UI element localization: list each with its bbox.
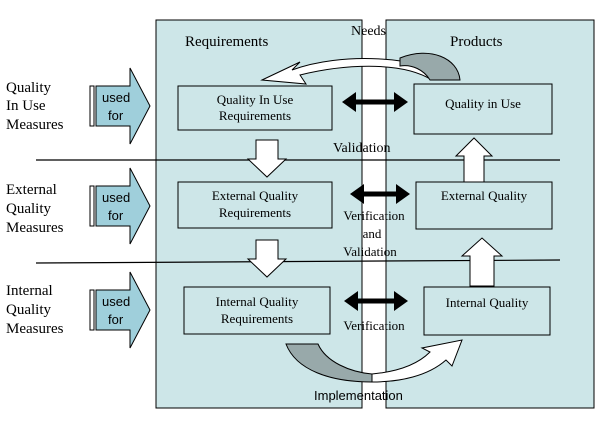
req-box-internal-quality <box>183 286 331 335</box>
svg-text:Measures: Measures <box>6 220 64 236</box>
svg-text:Quality In Use: Quality In Use <box>217 92 294 107</box>
svg-text:and: and <box>363 226 382 241</box>
down-arrow-req-1 <box>246 139 288 178</box>
double-arrow-2 <box>350 184 410 204</box>
used-for-arrow-2 <box>89 167 151 245</box>
svg-text:External Quality: External Quality <box>212 188 299 203</box>
svg-text:for: for <box>108 312 124 327</box>
product-box-internal-quality <box>423 286 551 336</box>
measure-label-internal-quality: Internal Quality Measures <box>6 283 64 337</box>
used-for-arrow-3 <box>89 271 151 349</box>
req-box-external-quality <box>177 181 333 229</box>
implementation-label: Implementation <box>314 388 403 403</box>
used-for-label-2: used for <box>102 190 130 223</box>
svg-text:used: used <box>102 190 130 205</box>
up-arrow-product-1 <box>454 137 494 183</box>
svg-text:Verification: Verification <box>343 208 405 223</box>
double-arrow-1 <box>342 92 408 112</box>
svg-text:External: External <box>6 182 57 198</box>
requirements-title: Requirements <box>185 34 268 50</box>
down-arrow-req-2 <box>246 239 288 278</box>
svg-text:Quality: Quality <box>6 80 51 96</box>
svg-text:Internal Quality: Internal Quality <box>216 294 299 309</box>
product-box-quality-in-use <box>413 83 553 135</box>
used-for-arrow-1 <box>89 67 151 145</box>
validation-label: Validation <box>333 141 391 156</box>
product-text-internal-quality: Internal Quality <box>446 295 529 310</box>
svg-text:used: used <box>102 90 130 105</box>
up-arrow-product-2 <box>460 237 504 287</box>
verification-and-validation-label: Verification and Validation <box>343 208 405 259</box>
svg-text:Quality: Quality <box>6 201 51 217</box>
req-text-internal-quality: Internal Quality Requirements <box>216 294 299 326</box>
used-for-label-3: used for <box>102 294 130 327</box>
svg-text:for: for <box>108 108 124 123</box>
svg-text:Validation: Validation <box>343 244 397 259</box>
svg-text:Requirements: Requirements <box>219 205 291 220</box>
svg-text:Requirements: Requirements <box>221 311 293 326</box>
req-text-external-quality: External Quality Requirements <box>212 188 299 220</box>
req-text-quality-in-use: Quality In Use Requirements <box>217 92 294 123</box>
used-for-label-1: used for <box>102 90 130 123</box>
svg-text:Measures: Measures <box>6 117 64 133</box>
needs-arrow-dark-head <box>399 52 461 81</box>
svg-text:Internal: Internal <box>6 283 53 299</box>
svg-text:Measures: Measures <box>6 321 64 337</box>
svg-text:Quality: Quality <box>6 302 51 318</box>
svg-text:Requirements: Requirements <box>219 108 291 123</box>
double-arrow-3 <box>344 291 408 311</box>
implementation-curve-arrow <box>371 339 463 383</box>
product-box-external-quality <box>415 181 553 230</box>
product-text-quality-in-use: Quality in Use <box>445 96 521 111</box>
svg-text:In Use: In Use <box>6 98 46 114</box>
svg-text:for: for <box>108 208 124 223</box>
measure-label-quality-in-use: Quality In Use Measures <box>6 80 64 133</box>
svg-text:used: used <box>102 294 130 309</box>
measure-label-external-quality: External Quality Measures <box>6 182 64 236</box>
verification-label: Verification <box>343 318 405 333</box>
products-title: Products <box>450 34 503 50</box>
needs-label: Needs <box>351 24 386 39</box>
req-box-quality-in-use <box>177 85 333 131</box>
product-text-external-quality: External Quality <box>441 188 528 203</box>
